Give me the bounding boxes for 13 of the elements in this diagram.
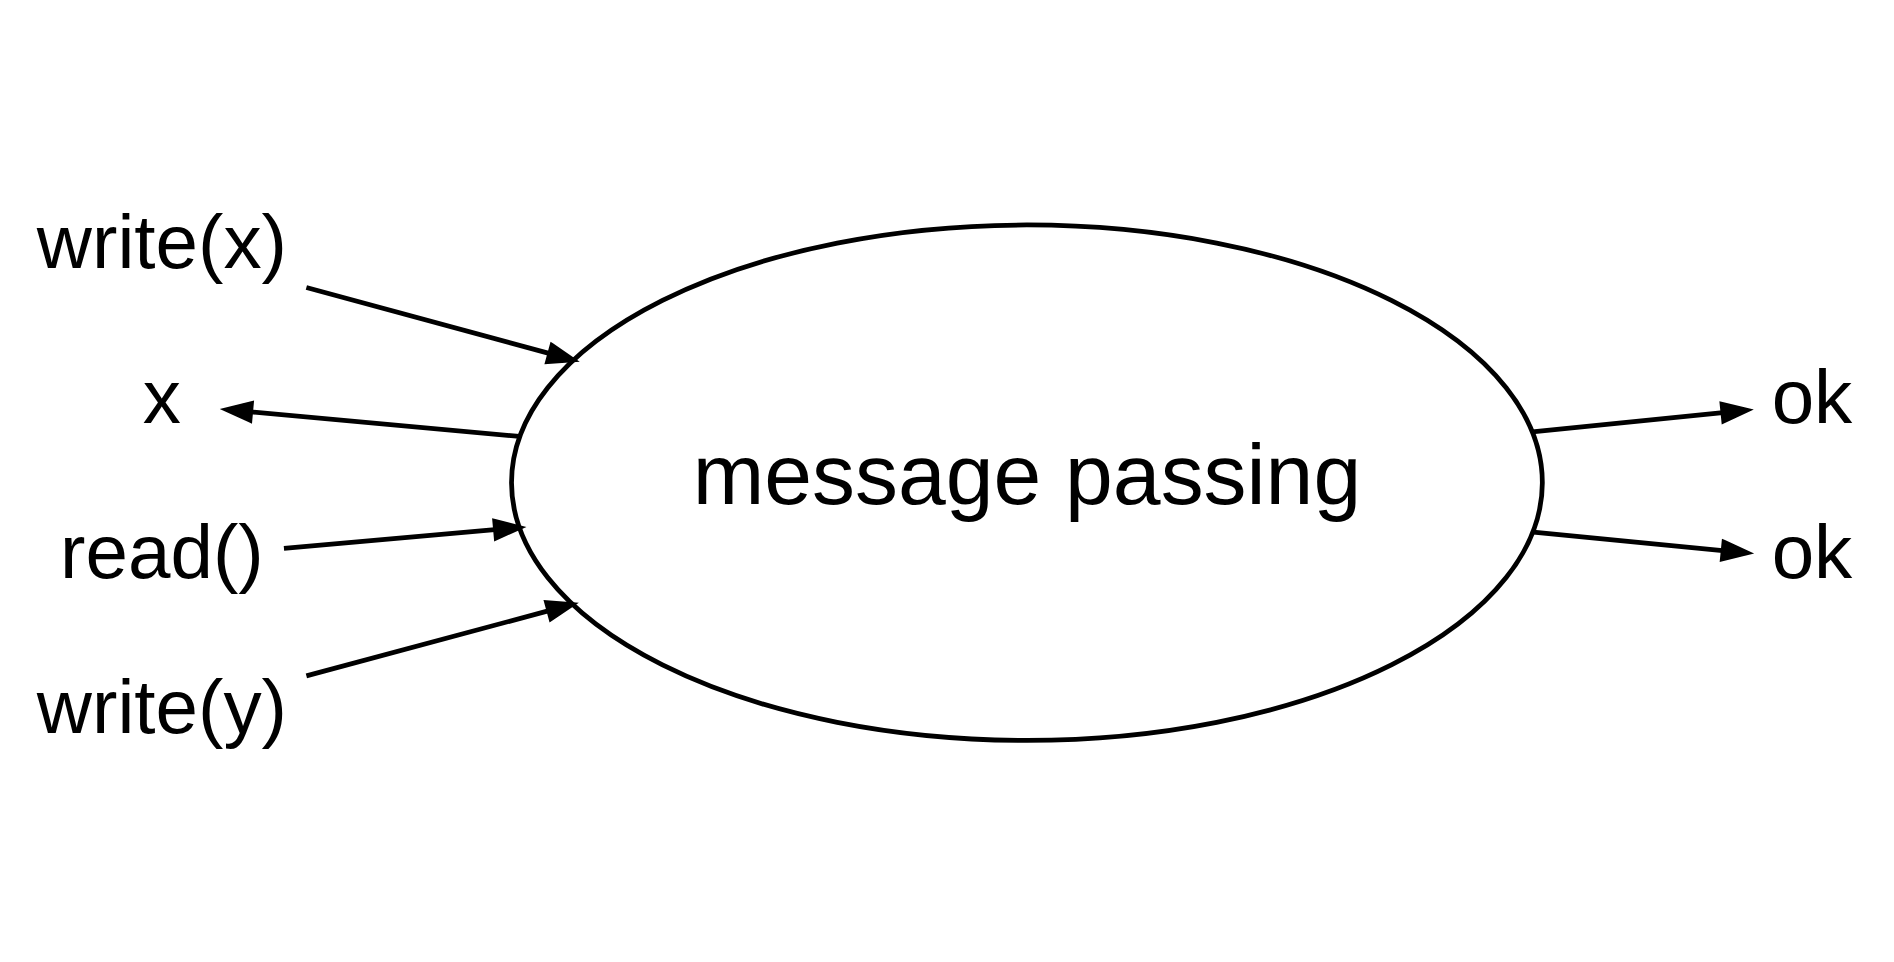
node-text: ok xyxy=(1771,353,1853,439)
node-text: x xyxy=(142,353,182,439)
arrow xyxy=(305,284,580,364)
node-text: ok xyxy=(1771,508,1853,594)
node-text: write(x) xyxy=(36,198,288,284)
node-text: read() xyxy=(60,508,264,594)
arrow xyxy=(283,517,527,551)
arrow xyxy=(1533,529,1755,562)
arrow xyxy=(219,399,520,439)
arrow xyxy=(1532,400,1754,434)
node-text: write(y) xyxy=(36,663,288,749)
arrow xyxy=(305,599,579,678)
node-ellipse: message passing xyxy=(509,222,1545,743)
